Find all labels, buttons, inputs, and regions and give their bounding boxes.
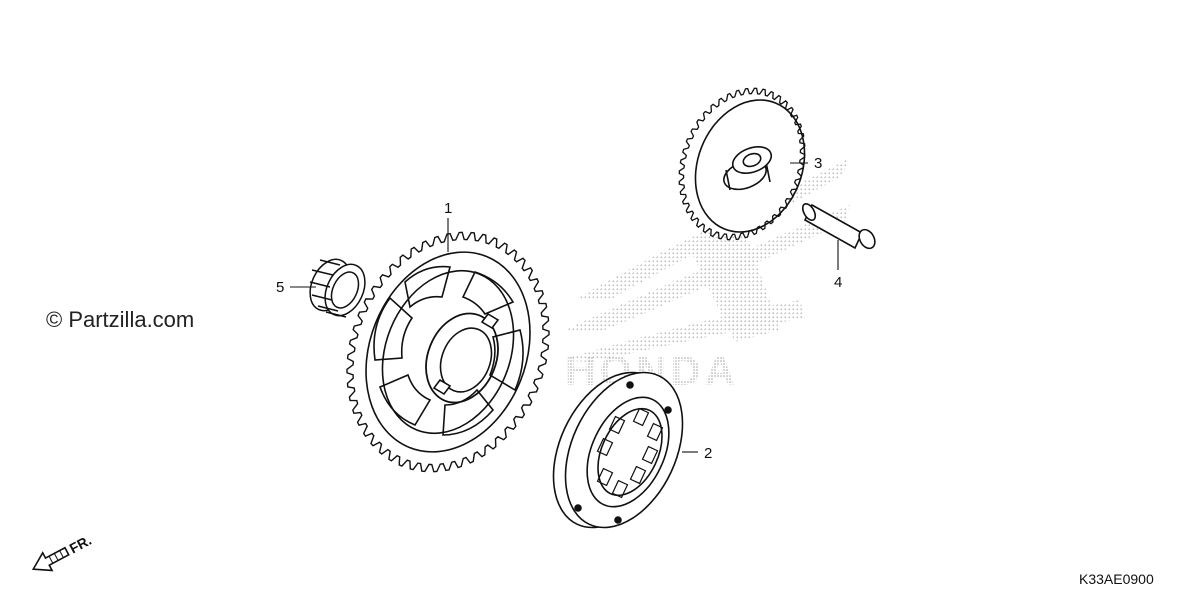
starter-reduction-gear	[678, 87, 806, 241]
front-direction-arrow-icon: FR.	[31, 532, 94, 572]
starter-driven-gear	[346, 231, 550, 473]
starter-one-way-clutch	[552, 371, 684, 529]
callout-3: 3	[814, 155, 822, 172]
callout-1: 1	[444, 200, 452, 217]
needle-bearing	[309, 258, 366, 318]
callout-2: 2	[704, 445, 712, 462]
copyright-notice: © Partzilla.com	[46, 307, 195, 332]
leader-lines	[290, 162, 839, 453]
callout-5: 5	[276, 279, 284, 296]
reduction-gear-shaft	[801, 203, 876, 250]
gear-1-teeth	[346, 231, 550, 473]
diagram-code: K33AE0900	[1079, 571, 1154, 587]
fr-label: FR.	[67, 532, 94, 557]
callout-4: 4	[834, 274, 842, 291]
